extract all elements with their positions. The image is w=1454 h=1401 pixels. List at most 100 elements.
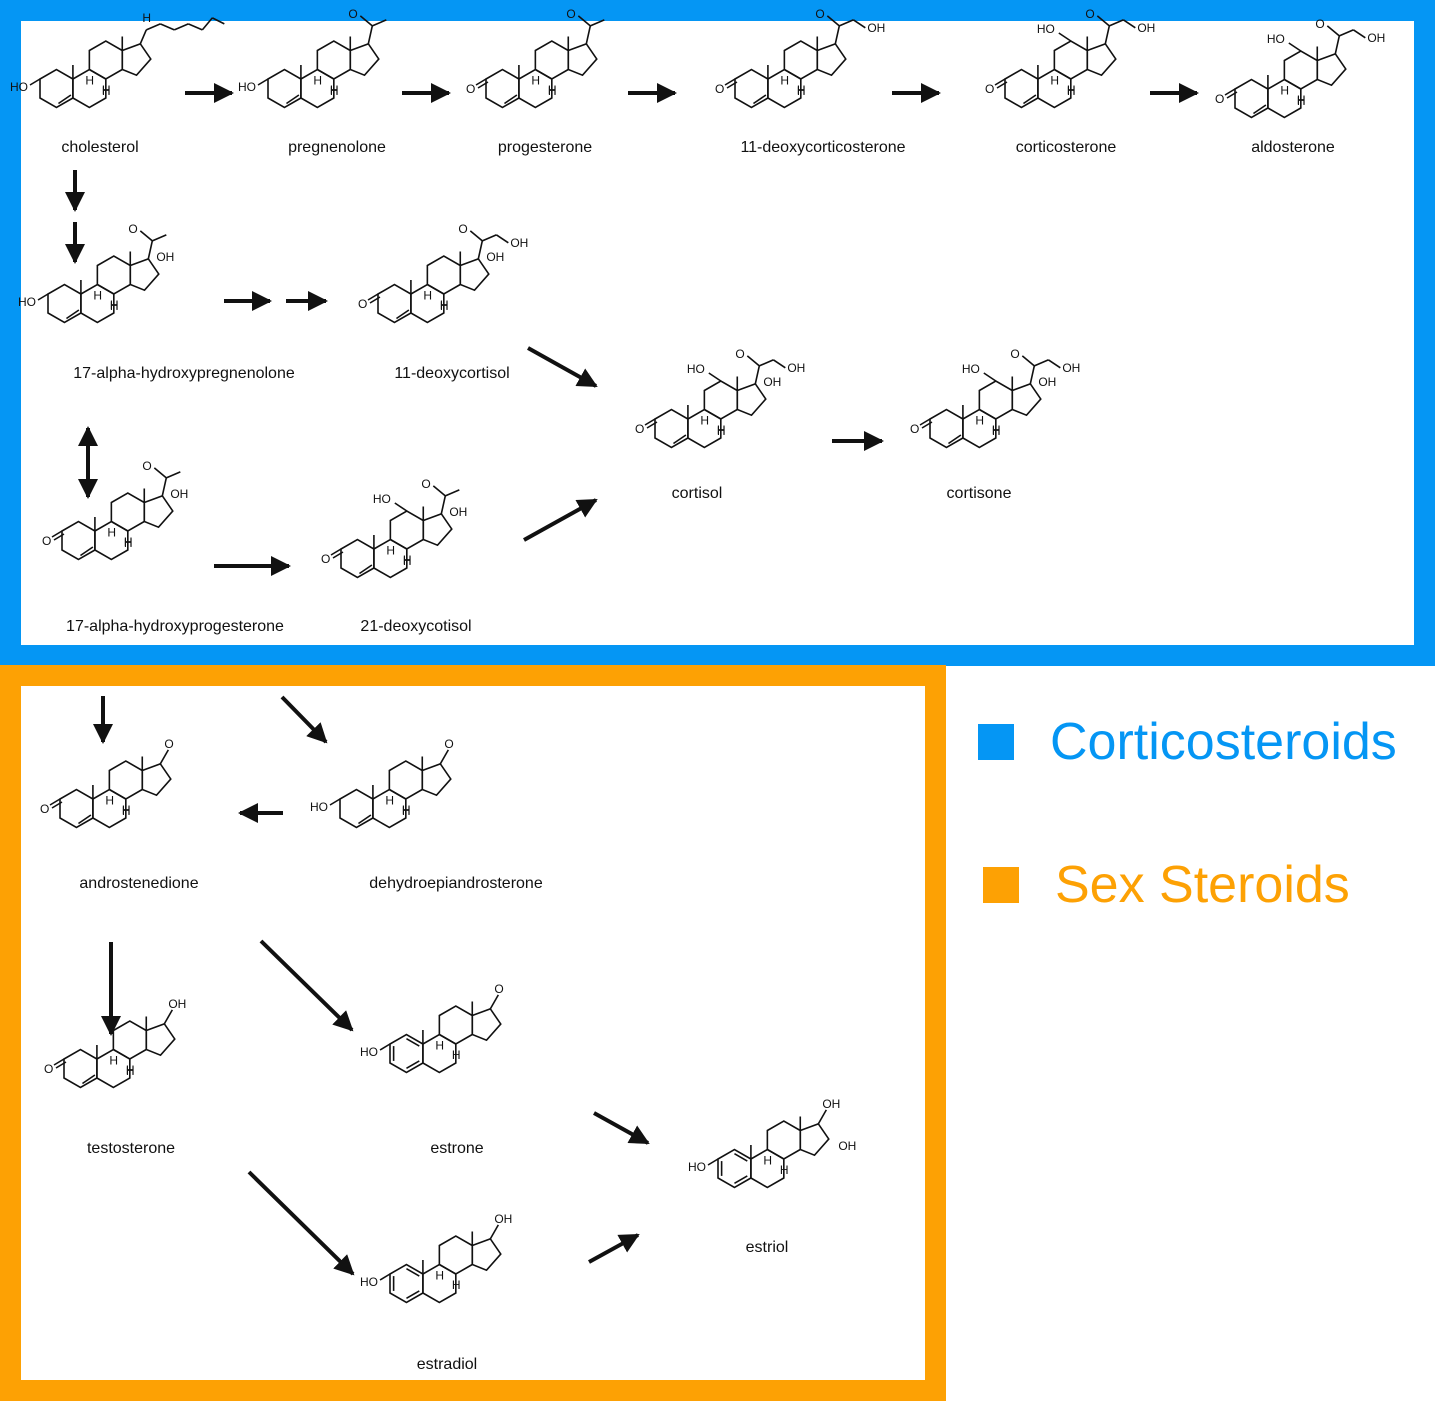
atom-hydrogen-c14: H — [102, 83, 111, 97]
bond-c17-oh — [489, 1224, 500, 1240]
bond-c3-o-double — [55, 1061, 67, 1069]
atom-hydrogen-c8: H — [124, 536, 133, 550]
bond-c11 — [708, 372, 722, 382]
atom-hydrogen-c9: H — [109, 1054, 118, 1068]
atom-hydrogen-c9: H — [700, 414, 709, 428]
bond-c3-o — [330, 548, 342, 556]
bond-c20-c21 — [1339, 29, 1354, 37]
label-11-deoxycorticosterone: 11-deoxycorticosterone — [740, 139, 906, 156]
double-bond — [358, 814, 372, 825]
atom-hydrogen-c8: H — [440, 299, 449, 313]
bond-c17-o — [489, 994, 500, 1010]
atom-oxygen-c17: O — [164, 737, 173, 751]
label-androstenedione: androstenedione — [79, 875, 199, 892]
bond-c20-c21 — [166, 471, 181, 479]
bond-c11 — [394, 502, 408, 512]
legend-sex-steroids: Sex Steroids — [983, 855, 1350, 915]
bond-c3-o — [51, 530, 63, 538]
ring-d — [459, 257, 490, 292]
atom-hydrogen-c14: H — [717, 423, 726, 437]
atom-hydrogen-c8: H — [1297, 94, 1306, 108]
bond-c3-o — [994, 78, 1006, 86]
side-chain-bond — [160, 23, 175, 31]
atom-hydrogen-c14: H — [780, 1163, 789, 1177]
bond-c3-o-double — [332, 551, 344, 559]
aromatic-bond — [406, 1037, 420, 1047]
bond-c17-o — [159, 749, 170, 765]
atom-hydroxyl-c16: OH — [838, 1139, 856, 1153]
corticosteroids-region — [0, 0, 1435, 666]
atom-hydroxyl-c17: OH — [763, 375, 781, 389]
bond-c17-c20 — [585, 25, 592, 45]
atom-oxygen-c20: O — [1085, 7, 1094, 21]
bond-c3-o-double — [53, 533, 65, 541]
bond-c11 — [1288, 42, 1302, 52]
aromatic-bond — [406, 1267, 420, 1277]
bond-c20-c21 — [839, 19, 854, 27]
arrow-androstenedione-estrone — [259, 939, 354, 1032]
atom-hydrogen-c9: H — [435, 1039, 444, 1053]
side-chain-bond — [201, 17, 213, 31]
double-bond — [80, 546, 94, 557]
bond-c3-o-double — [477, 81, 489, 89]
bond-c3-o — [49, 798, 61, 806]
ring-d — [816, 42, 847, 77]
double-bond — [673, 434, 687, 445]
bond-c20-o — [432, 485, 446, 497]
atom-oxygen-c3: O — [985, 82, 994, 96]
bond-c20-o — [746, 355, 760, 367]
bond-c3-oh — [379, 1273, 391, 1281]
atom-hydrogen-c9: H — [1280, 84, 1289, 98]
double-bond — [396, 309, 410, 320]
atom-hydrogen-c9: H — [435, 1269, 444, 1283]
atom-hydrogen-c14: H — [122, 803, 131, 817]
bond-c21-oh — [1352, 29, 1366, 39]
label-21-deoxycotisol: 21-deoxycotisol — [360, 618, 472, 635]
side-chain-bond — [146, 23, 161, 31]
atom-oxygen-c3: O — [42, 534, 51, 548]
bond-c17-c20 — [440, 495, 447, 515]
bond-c3-o-double — [996, 81, 1008, 89]
atom-hydrogen-c8: H — [548, 84, 557, 98]
ring-d — [421, 762, 452, 797]
ring-d — [145, 1022, 176, 1057]
ring-d — [422, 512, 453, 547]
bond-c3-oh — [329, 798, 341, 806]
bond-c20-c21 — [590, 19, 605, 27]
bond-c11 — [1058, 32, 1072, 42]
ring-d — [471, 1237, 502, 1272]
atom-hydroxyl-c21: OH — [787, 361, 805, 375]
atom-hydrogen-c14: H — [548, 83, 557, 97]
atom-hydroxyl-c21: OH — [1367, 31, 1385, 45]
atom-hydroxyl-c21: OH — [510, 236, 528, 250]
atom-hydroxyl-c3: HO — [238, 80, 256, 94]
label-cortisol: cortisol — [671, 485, 723, 502]
atom-oxygen-c3: O — [358, 297, 367, 311]
atom-hydrogen-c8: H — [126, 1064, 135, 1078]
atom-hydroxyl-c11: HO — [687, 362, 705, 376]
bond-c11 — [983, 372, 997, 382]
legend-swatch-corticosteroids — [978, 724, 1014, 760]
atom-hydrogen-c8: H — [1067, 84, 1076, 98]
atom-hydrogen-c9: H — [423, 289, 432, 303]
atom-hydroxyl-c17: OH — [1038, 375, 1056, 389]
arrow-21deoxycortisol-cortisol — [523, 498, 598, 542]
bond-c20-c21 — [1034, 359, 1049, 367]
bond-c3-o — [644, 418, 656, 426]
atom-hydroxyl-c21: OH — [867, 21, 885, 35]
atom-hydrogen-c9: H — [93, 289, 102, 303]
atom-oxygen-c17: O — [444, 737, 453, 751]
atom-oxygen-c3: O — [321, 552, 330, 566]
bond-c17-c20 — [161, 477, 168, 497]
bond-c20-o — [1021, 355, 1035, 367]
atom-hydroxyl-c3: HO — [360, 1275, 378, 1289]
bond-c20-c21 — [445, 489, 460, 497]
atom-hydrogen-c9: H — [1050, 74, 1059, 88]
